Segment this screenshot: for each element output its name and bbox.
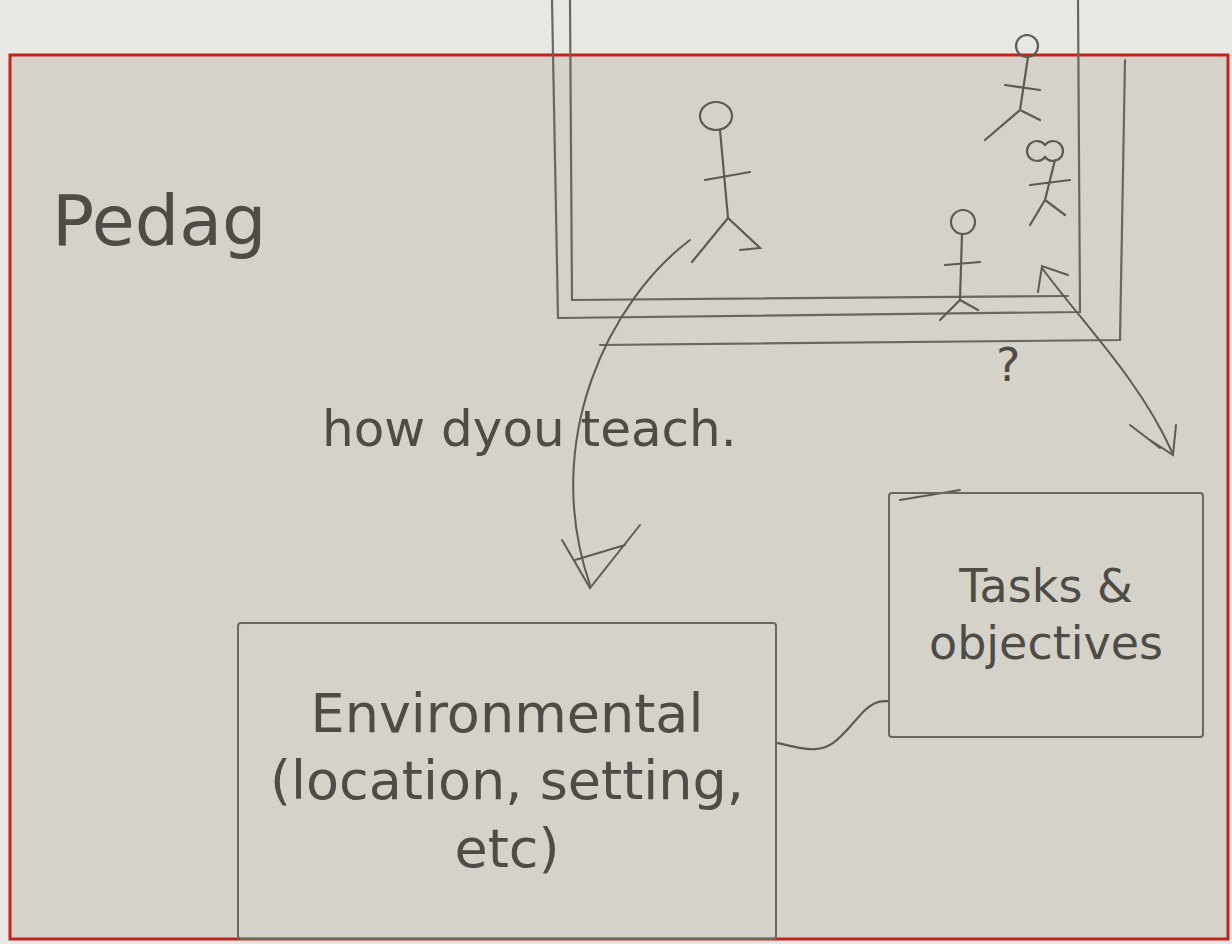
box-text: Tasks & objectives xyxy=(906,558,1186,673)
stick-figures xyxy=(692,35,1070,320)
paper xyxy=(10,55,1228,939)
handwritten-note: ? xyxy=(996,338,1020,392)
red-frame xyxy=(10,55,1228,939)
box-text: Environmental (location, setting, etc) xyxy=(255,680,759,883)
handwritten-note: Pedag xyxy=(52,180,267,262)
connector-line xyxy=(777,701,888,749)
handwritten-note: how dyou teach. xyxy=(322,400,737,458)
process-box: Environmental (location, setting, etc) xyxy=(237,622,777,940)
process-box: Tasks & objectives xyxy=(888,492,1204,738)
